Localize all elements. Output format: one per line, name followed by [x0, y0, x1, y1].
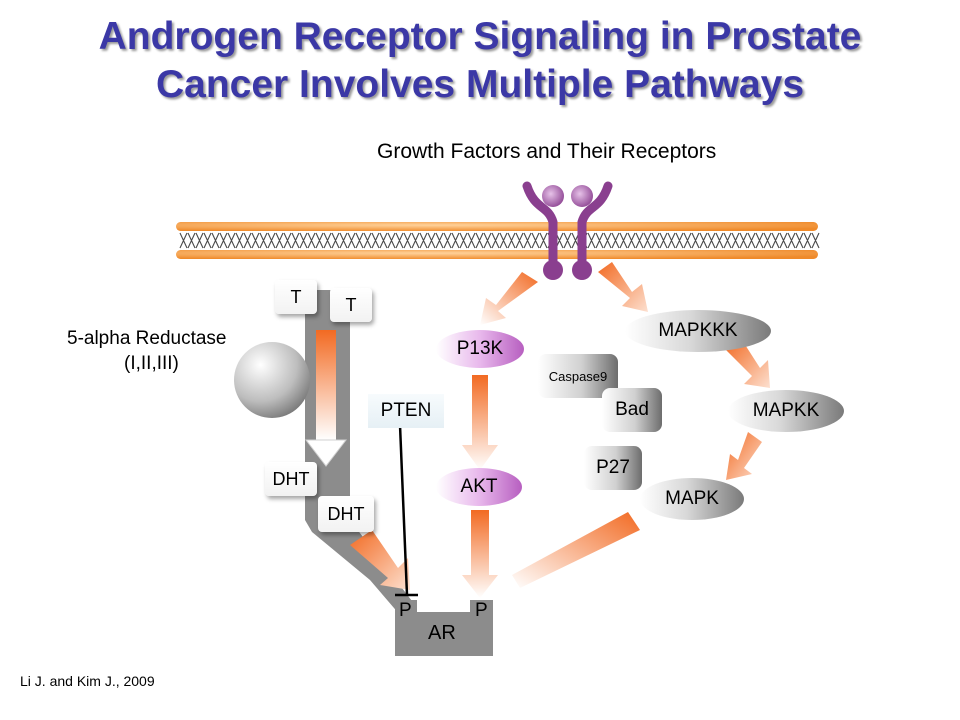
mapk-oval: MAPK [640, 478, 744, 520]
ar-base [395, 612, 493, 656]
mapkk-to-mapk-arrow [726, 432, 762, 480]
cell-membrane [176, 222, 818, 259]
citation: Li J. and Kim J., 2009 [20, 673, 155, 689]
mapkkk-to-mapkk-arrow [726, 340, 770, 388]
t-to-dht-arrow [304, 330, 348, 467]
slide-title-line-2: Cancer Involves Multiple Pathways [155, 63, 805, 106]
reductase-sphere-icon [234, 342, 310, 418]
reductase-isoforms-label: (I,II,III) [124, 353, 179, 374]
mapk-to-ar-arrow [512, 512, 640, 588]
pten-inhibition-line [398, 424, 409, 596]
dht-to-ar-arrow [350, 530, 410, 590]
caspase9-box: Caspase9 [538, 354, 618, 398]
phospho-site-left: P [399, 600, 412, 621]
dht-box-2: DHT [318, 496, 374, 532]
slide-title-line-1: Androgen Receptor Signaling in Prostate [98, 15, 862, 58]
receptor-icon [522, 181, 613, 280]
testosterone-box-1: T [275, 280, 317, 314]
p13k-to-akt-arrow [462, 375, 498, 470]
pten-box: PTEN [368, 394, 444, 428]
receptor-to-mapkkk-arrow [598, 262, 648, 312]
receptor-to-p13k-arrow [480, 272, 538, 325]
akt-to-ar-arrow [462, 510, 498, 598]
dht-box-1: DHT [265, 462, 317, 496]
mapkk-oval: MAPKK [728, 390, 844, 432]
p13k-oval: P13K [436, 330, 524, 368]
reductase-label: 5-alpha Reductase [67, 328, 227, 349]
phospho-site-right: P [475, 600, 488, 621]
membrane-lipid-tails [179, 232, 820, 249]
p27-box: P27 [584, 446, 642, 490]
androgen-receptor-label: AR [428, 622, 456, 644]
testosterone-box-2: T [330, 288, 372, 322]
growth-factors-label: Growth Factors and Their Receptors [377, 140, 717, 163]
bad-box: Bad [602, 388, 662, 432]
akt-oval: AKT [436, 468, 522, 506]
mapkkk-oval: MAPKKK [625, 310, 771, 352]
